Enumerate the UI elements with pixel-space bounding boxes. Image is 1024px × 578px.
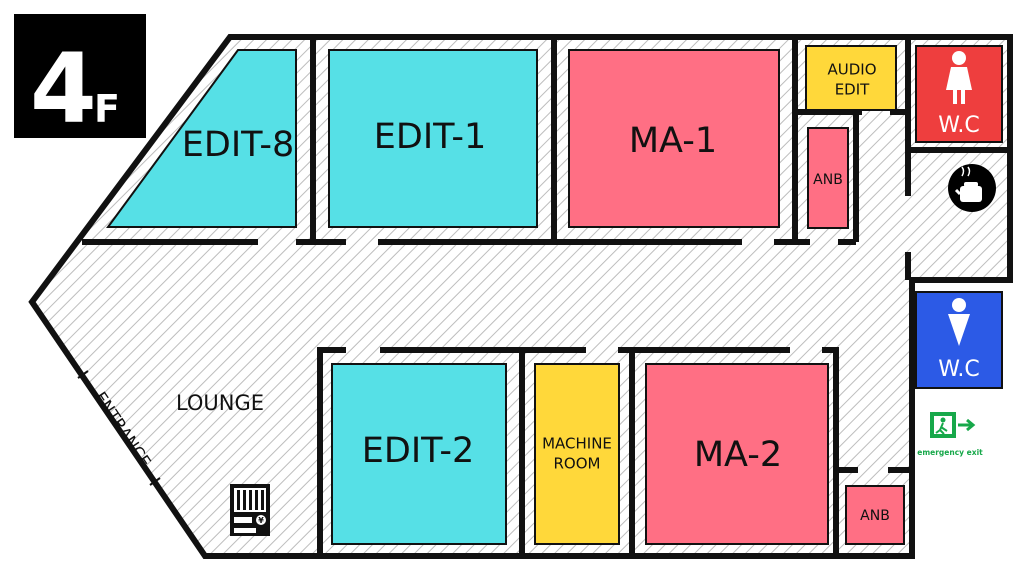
room-edit-8[interactable]: EDIT-8 [106,49,297,228]
emergency-exit-label: emergency exit [917,448,983,457]
room-anb-top-label: ANB [813,172,843,188]
room-audio-edit-label-2: EDIT [835,81,870,99]
room-edit-1[interactable]: EDIT-1 [328,49,538,228]
room-anb-top[interactable]: ANB [807,127,849,229]
room-machine-room-label-1: MACHINE [542,435,612,453]
lounge-label: LOUNGE [176,391,264,415]
restroom-men-label: W.C [938,357,980,382]
interior-walls-bottom [317,285,915,556]
vending-machine-icon: ¥ [230,484,270,536]
room-edit-2[interactable]: EDIT-2 [331,363,507,545]
room-edit-2-label: EDIT-2 [362,431,474,471]
restroom-women-label: W.C [938,113,980,138]
restroom-women[interactable]: W.C [915,45,1003,143]
restroom-men[interactable]: W.C [915,291,1003,389]
room-audio-edit-label-1: AUDIO [827,61,876,79]
kettle-icon [948,164,996,212]
room-audio-edit[interactable]: AUDIO EDIT [805,45,897,111]
room-machine-room[interactable]: MACHINE ROOM [534,363,620,545]
room-ma-2-label: MA-2 [694,435,782,475]
room-ma-1[interactable]: MA-1 [568,49,780,228]
svg-text:¥: ¥ [258,516,264,525]
floor-badge: 4 F [14,14,146,145]
male-restroom-icon [948,298,970,346]
interior-walls [82,37,1010,280]
room-edit-8-label: EDIT-8 [182,125,294,165]
female-restroom-icon [946,51,972,104]
room-anb-bottom-label: ANB [860,508,890,524]
floor-number: 4 [30,33,97,145]
room-anb-bottom[interactable]: ANB [845,485,905,545]
room-ma-2[interactable]: MA-2 [645,363,829,545]
room-ma-1-label: MA-1 [629,121,717,161]
room-edit-1-label: EDIT-1 [374,117,486,157]
emergency-exit-sign[interactable]: emergency exit [917,412,983,457]
floor-suffix: F [94,87,120,131]
emergency-exit-icon [958,418,976,432]
room-machine-room-label-2: ROOM [554,455,601,473]
